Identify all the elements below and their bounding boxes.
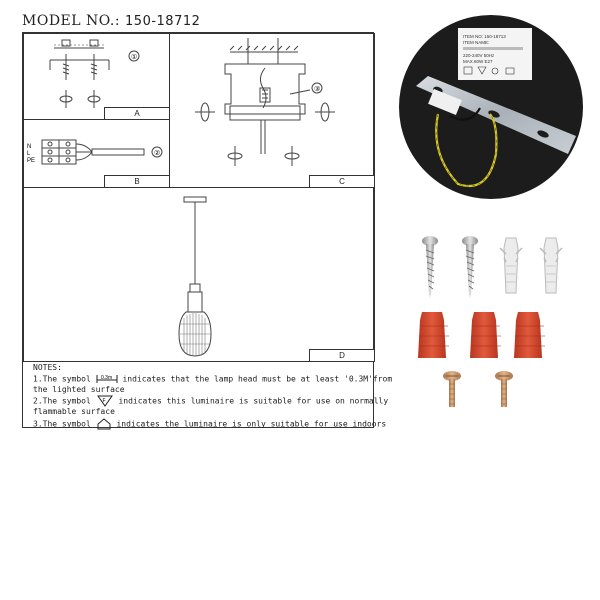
note-1-text: indicates that the lamp head must be at … [122, 374, 393, 383]
flammable-surface-symbol-icon: F [96, 395, 113, 407]
wall-anchor-icon [539, 237, 563, 294]
panel-b-label: B [104, 175, 169, 187]
panel-a: ① A [23, 33, 170, 120]
indoor-use-house-icon [97, 417, 111, 429]
wire-connector-icon [514, 312, 545, 358]
callout-one: ① [131, 53, 137, 61]
note-1-cont: the lighted surface [33, 384, 125, 394]
note-1: 1.The symbol 0.3m indicates that the lam… [33, 374, 392, 385]
wire-connector-icon [418, 312, 449, 358]
panel-c: ③ C [169, 33, 375, 188]
ceiling-mount-diagram: ① [49, 39, 140, 108]
notes-heading: NOTES: [33, 363, 62, 372]
wire-l-label: L [27, 151, 31, 157]
sticker-spec: 220-240V 50Hz [463, 53, 495, 58]
note-2: 2.The symbol F indicates this luminaire … [33, 395, 388, 407]
panel-b: N L PE ② B [23, 119, 170, 188]
hardware-parts [400, 226, 570, 416]
sticker-item-name: ITEM NAME: [463, 40, 489, 45]
note-3-prefix: 3.The symbol [33, 419, 91, 428]
panel-d-label: D [309, 349, 374, 361]
distance-symbol-icon: 0.3m [96, 374, 118, 383]
callout-three: ③ [314, 85, 320, 93]
brass-screw-icon [495, 371, 513, 407]
panel-d: D [23, 187, 375, 362]
sticker-item-no: ITEM NO: 150-18713 [463, 34, 506, 39]
wire-connector-icon [470, 312, 501, 358]
panel-a-label: A [104, 107, 169, 119]
model-label: MODEL NO.: [22, 13, 121, 29]
pendant-lamp-diagram [178, 196, 212, 357]
panel-c-label: C [309, 175, 374, 187]
note-2-text: indicates this luminaire is suitable for… [118, 396, 389, 406]
note-3: 3.The symbol indicates the luminaire is … [33, 417, 386, 430]
wall-anchor-icon [499, 237, 523, 294]
terminal-block [428, 88, 462, 116]
wood-screw-icon [422, 236, 438, 298]
wiring-diagram: N L PE ② [27, 139, 163, 165]
canopy-assembly-diagram: ③ [195, 38, 335, 166]
canopy-bracket-photo: ITEM NO: 150-18713 ITEM NAME: 220-240V 5… [398, 14, 584, 200]
model-value: 150-18712 [125, 14, 201, 29]
sticker-max: MAX.60W E27 [463, 59, 493, 64]
note-1-prefix: 1.The symbol [33, 374, 91, 383]
callout-two: ② [154, 149, 160, 157]
model-number: MODEL NO.: 150-18712 [22, 13, 200, 29]
wire-pe-label: PE [27, 158, 35, 164]
note-2-prefix: 2.The symbol [33, 396, 91, 406]
note-3-text: indicates the luminaire is only suitable… [116, 419, 387, 428]
note-2-cont: flammable surface [33, 407, 115, 416]
wire-n-label: N [27, 144, 31, 150]
notes-section: NOTES: 1.The symbol 0.3m indicates that … [23, 361, 392, 430]
wood-screw-icon [462, 236, 478, 298]
flammable-symbol-text: F [102, 398, 105, 404]
instruction-sheet: ① A ③ C [22, 32, 392, 430]
product-label-sticker [458, 28, 532, 80]
brass-screw-icon [443, 371, 461, 407]
distance-symbol-text: 0.3m [101, 375, 112, 381]
